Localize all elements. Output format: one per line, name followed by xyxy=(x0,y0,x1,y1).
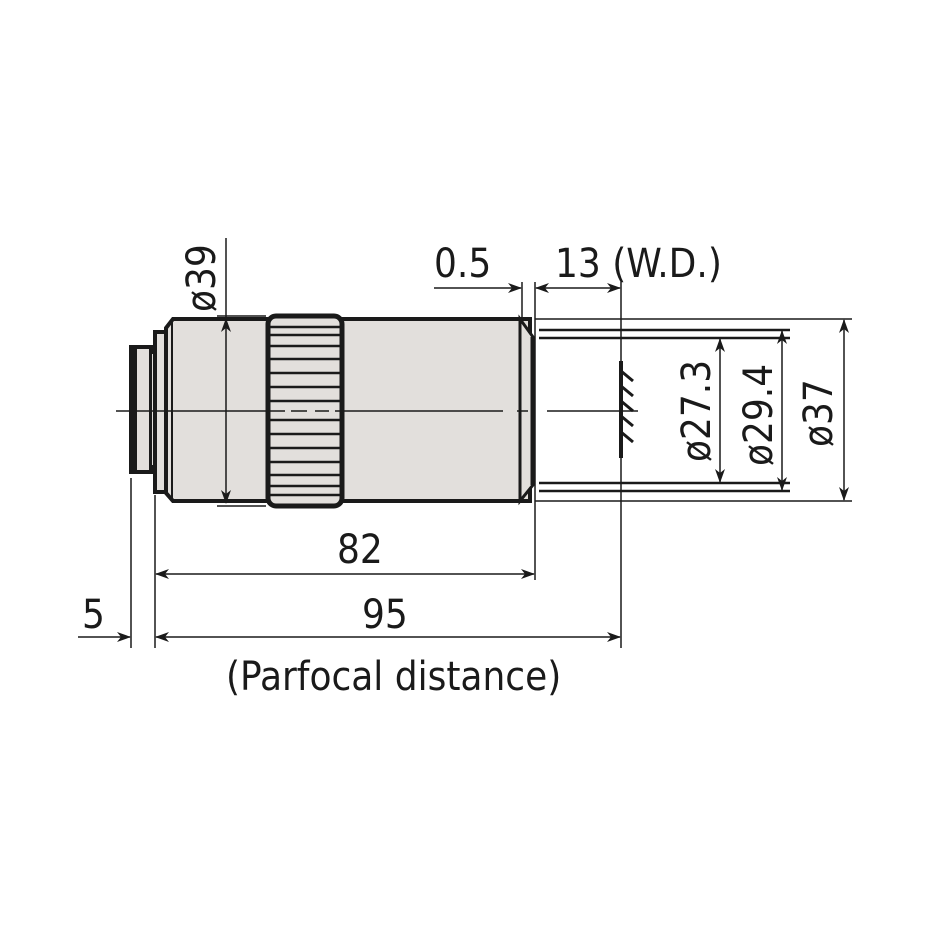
lens-body xyxy=(129,313,536,509)
label-diameter-37: ø37 xyxy=(796,379,842,447)
label-length-5: 5 xyxy=(82,592,105,638)
extension-lines xyxy=(130,238,852,648)
label-parfocal-caption: (Parfocal distance) xyxy=(226,654,561,700)
label-length-95: 95 xyxy=(362,592,408,638)
label-diameter-39: ø39 xyxy=(179,244,225,312)
label-gap-0-5: 0.5 xyxy=(434,241,491,287)
label-diameter-29-4: ø29.4 xyxy=(736,364,782,466)
label-working-distance: 13 (W.D.) xyxy=(555,241,722,287)
label-diameter-27-3: ø27.3 xyxy=(674,360,720,462)
specimen-plane xyxy=(619,361,634,458)
label-length-82: 82 xyxy=(337,527,383,573)
dimension-lines xyxy=(78,283,849,642)
